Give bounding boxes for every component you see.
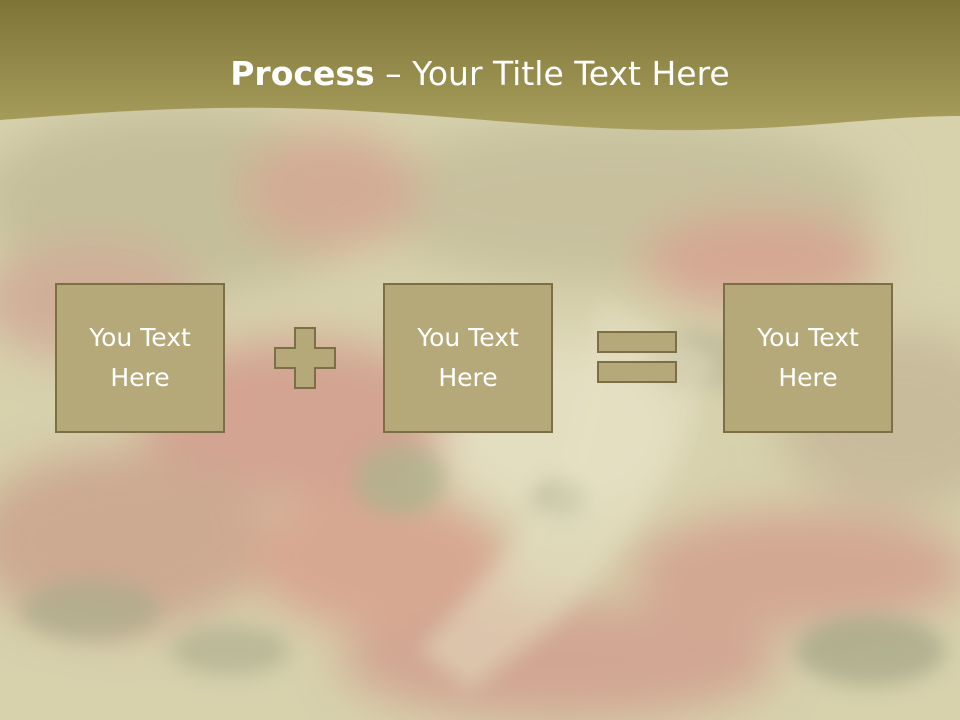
process-box-3-line2: Here: [778, 363, 838, 392]
equals-icon: [597, 331, 677, 383]
title-dash: –: [374, 54, 413, 93]
process-box-2-line2: Here: [438, 363, 498, 392]
slide-title: Process – Your Title Text Here: [0, 52, 960, 96]
title-rest-text: Your Title Text Here: [412, 54, 730, 93]
process-box-1-line2: Here: [110, 363, 170, 392]
process-box-2-line1: You Text: [417, 323, 519, 352]
process-box-1-line1: You Text: [89, 323, 191, 352]
plus-icon: [274, 327, 336, 389]
title-bold-text: Process: [230, 54, 375, 93]
process-box-3-line1: You Text: [757, 323, 859, 352]
header-banner: [0, 0, 960, 131]
